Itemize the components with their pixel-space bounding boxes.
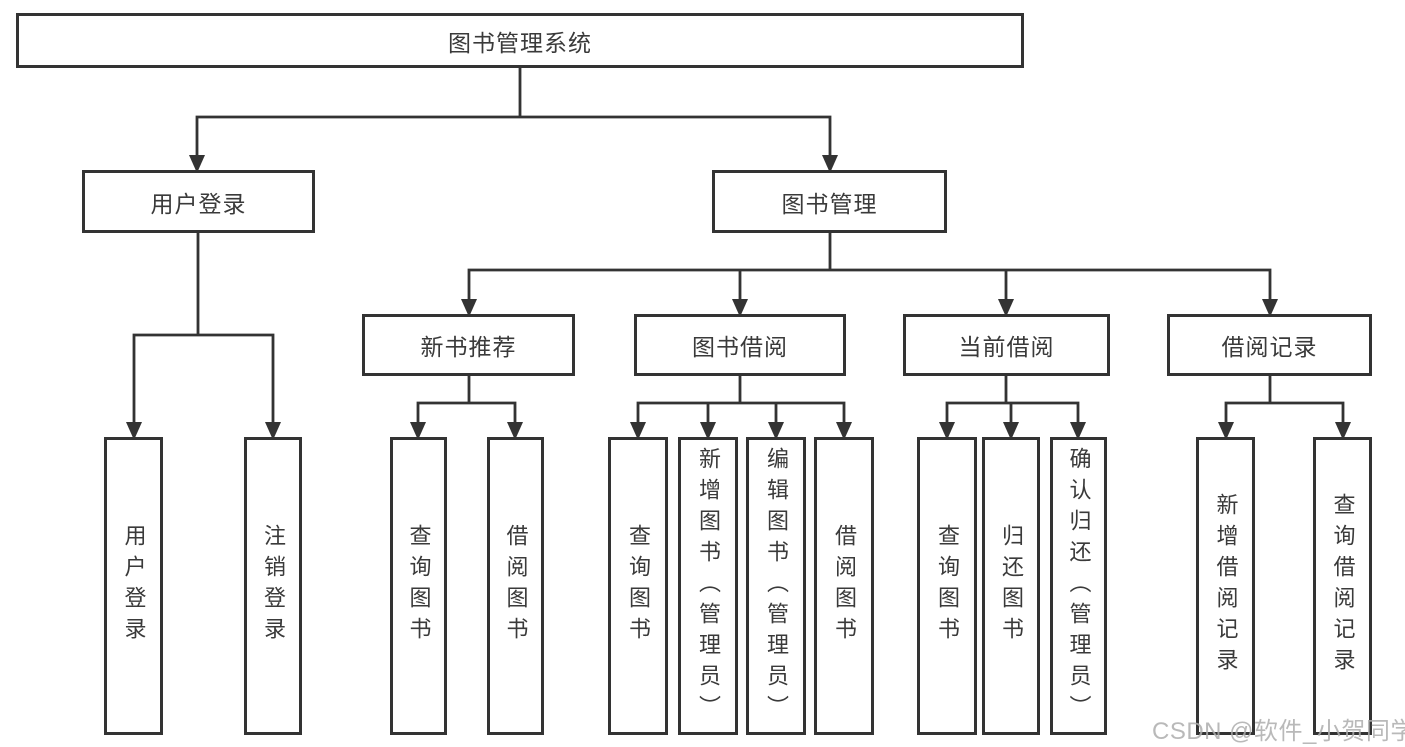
arrowhead-down-icon: [507, 422, 523, 440]
node-label: 用户登录: [150, 190, 247, 217]
node-query-borrow-record: 查询借阅记录: [1313, 437, 1372, 735]
connector-bookborrow-to-leaves: [636, 374, 846, 426]
node-label: 注销登录: [261, 524, 286, 648]
watermark-text: CSDN @软件_小贺同学: [1152, 718, 1405, 745]
node-current-borrowing: 当前借阅: [903, 314, 1110, 376]
arrowhead-down-icon: [189, 155, 205, 173]
node-label: 查询借阅记录: [1330, 493, 1356, 679]
node-label: 新增借阅记录: [1213, 493, 1239, 679]
arrowhead-down-icon: [822, 155, 838, 173]
node-book-management: 图书管理: [712, 170, 947, 233]
node-label: 新增图书（管理员）: [696, 446, 721, 726]
arrowhead-down-icon: [1218, 422, 1234, 440]
arrowhead-down-icon: [768, 422, 784, 440]
node-add-borrow-record: 新增借阅记录: [1196, 437, 1255, 735]
node-add-books-admin: 新增图书（管理员）: [678, 437, 738, 735]
arrowhead-down-icon: [1003, 422, 1019, 440]
arrowhead-down-icon: [939, 422, 955, 440]
node-borrow-books-2: 借阅图书: [814, 437, 874, 735]
arrowhead-down-icon: [126, 422, 142, 440]
node-label: 归还图书: [999, 524, 1024, 648]
node-label: 图书管理: [781, 190, 878, 217]
node-label: 新书推荐: [420, 334, 517, 360]
node-label: 编辑图书（管理员）: [764, 446, 789, 726]
arrowhead-down-icon: [265, 422, 281, 440]
node-label: 查询图书: [406, 524, 432, 648]
node-label: 借阅记录: [1221, 334, 1318, 360]
node-query-books-3: 查询图书: [917, 437, 977, 735]
connector-userlogin-to-leaves: [132, 231, 275, 426]
connector-newbookrec-to-leaves: [416, 374, 517, 426]
connector-root-to-level2: [195, 66, 832, 160]
arrowhead-down-icon: [410, 422, 426, 440]
node-query-books-1: 查询图书: [390, 437, 447, 735]
arrowhead-down-icon: [732, 299, 748, 317]
node-new-book-recommendation: 新书推荐: [362, 314, 575, 376]
node-return-books: 归还图书: [982, 437, 1040, 735]
arrowhead-down-icon: [461, 299, 477, 317]
node-label: 图书借阅: [692, 334, 788, 360]
node-book-borrowing: 图书借阅: [634, 314, 846, 376]
node-query-books-2: 查询图书: [608, 437, 668, 735]
arrowhead-down-icon: [1262, 299, 1278, 317]
node-user-login: 用户登录: [82, 170, 315, 233]
node-label: 查询图书: [935, 524, 960, 648]
node-label: 查询图书: [626, 524, 651, 648]
connector-currentborrow-to-leaves: [945, 374, 1080, 426]
connector-borrowrecords-to-leaves: [1224, 374, 1345, 426]
connector-bookmgmt-to-level3: [467, 231, 1272, 304]
arrowhead-down-icon: [1070, 422, 1086, 440]
node-logout: 注销登录: [244, 437, 302, 735]
node-label: 当前借阅: [958, 334, 1055, 360]
node-borrow-books-1: 借阅图书: [487, 437, 544, 735]
node-confirm-return-admin: 确认归还（管理员）: [1050, 437, 1107, 735]
node-label: 用户登录: [121, 524, 147, 648]
node-label: 确认归还（管理员）: [1066, 446, 1092, 726]
node-user-login-leaf: 用户登录: [104, 437, 163, 735]
node-label: 图书管理系统: [448, 29, 592, 56]
node-borrowing-records: 借阅记录: [1167, 314, 1372, 376]
arrowhead-down-icon: [700, 422, 716, 440]
node-library-management-system: 图书管理系统: [16, 13, 1024, 68]
node-edit-books-admin: 编辑图书（管理员）: [746, 437, 806, 735]
arrowhead-down-icon: [998, 299, 1014, 317]
arrowhead-down-icon: [836, 422, 852, 440]
node-label: 借阅图书: [503, 524, 529, 648]
arrowhead-down-icon: [1335, 422, 1351, 440]
node-label: 借阅图书: [832, 524, 857, 648]
arrowhead-down-icon: [630, 422, 646, 440]
